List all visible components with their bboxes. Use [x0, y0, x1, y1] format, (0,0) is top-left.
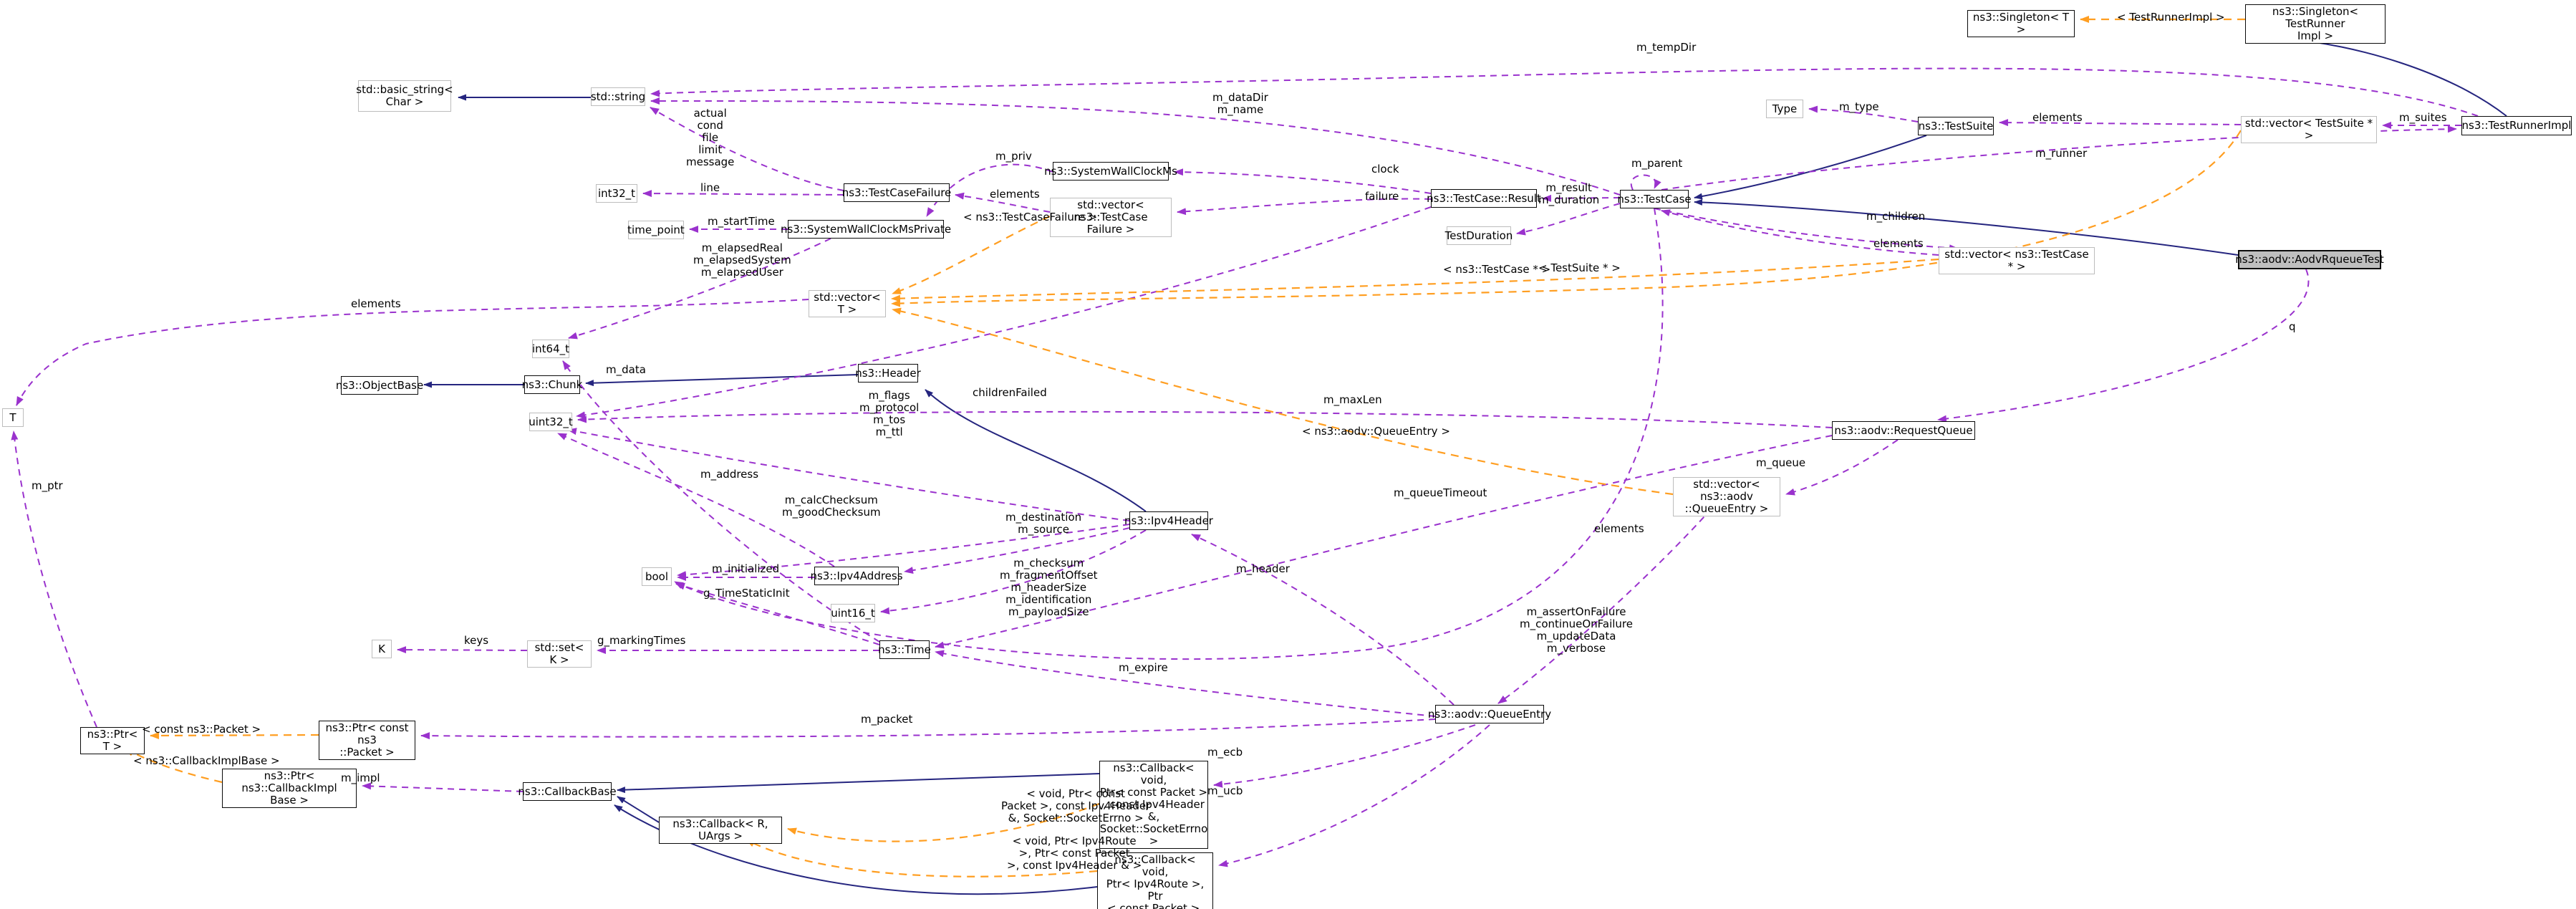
edge-label-tmpl-callbackimplbase: < ns3::CallbackImplBase >	[133, 754, 280, 767]
edge-label-testcase-bools: m_assertOnFailure m_continueOnFailure m_…	[1520, 605, 1633, 655]
class-node-test-case-result[interactable]: ns3::TestCase::Result	[1427, 189, 1541, 208]
edge-label-g-markingtimes: g_markingTimes	[597, 634, 686, 647]
class-node-vector-queue-entry[interactable]: std::vector< ns3::aodv ::QueueEntry >	[1673, 477, 1780, 516]
edge-label-line: line	[700, 181, 720, 194]
edge-label-clock: clock	[1371, 163, 1399, 175]
class-node-time[interactable]: ns3::Time	[878, 640, 931, 659]
class-node-test-case-failure[interactable]: ns3::TestCaseFailure	[842, 183, 951, 202]
class-node-uint16-t[interactable]: uint16_t	[831, 604, 875, 622]
edge-label-m-suites: m_suites	[2399, 111, 2447, 124]
inheritance-edges	[423, 36, 2507, 895]
class-node-uint32-t[interactable]: uint32_t	[529, 413, 573, 431]
edge-label-m-address: m_address	[700, 468, 759, 481]
class-node-k[interactable]: K	[372, 640, 392, 658]
edge-label-m-ecb: m_ecb	[1207, 746, 1243, 759]
edge-label-m-datadir-m-name: m_dataDir m_name	[1212, 91, 1268, 116]
class-node-ptr-const-packet[interactable]: ns3::Ptr< const ns3 ::Packet >	[319, 721, 415, 760]
edge-label-m-ucb: m_ucb	[1207, 784, 1243, 797]
edge-label-m-tempdir: m_tempDir	[1636, 41, 1697, 54]
class-node-queue-entry[interactable]: ns3::aodv::QueueEntry	[1428, 705, 1551, 723]
class-node-set-k[interactable]: std::set< K >	[527, 640, 592, 668]
class-node-object-base[interactable]: ns3::ObjectBase	[336, 376, 423, 395]
edge-label-ipv4-fields: m_checksum m_fragmentOffset m_headerSize…	[1000, 557, 1098, 618]
edge-label-m-ptr: m_ptr	[32, 479, 63, 492]
edge-label-tmpl-testrunnerimpl: < TestRunnerImpl >	[2117, 11, 2225, 24]
class-node-callback-base[interactable]: ns3::CallbackBase	[518, 782, 617, 801]
edge-label-m-starttime: m_startTime	[708, 215, 775, 228]
edge-label-m-initialized: m_initialized	[712, 562, 780, 575]
class-node-test-case[interactable]: ns3::TestCase	[1617, 190, 1692, 208]
edge-label-tmpl-testcase-ptr: < ns3::TestCase * >	[1443, 263, 1551, 276]
edge-label-m-queuetimeout: m_queueTimeout	[1394, 486, 1487, 499]
class-node-test-runner-impl[interactable]: ns3::TestRunnerImpl	[2461, 116, 2572, 135]
class-node-time-point[interactable]: time_point	[627, 221, 685, 239]
class-node-std-string[interactable]: std::string	[591, 87, 645, 106]
edge-label-m-runner: m_runner	[2035, 147, 2088, 160]
class-node-header[interactable]: ns3::Header	[855, 364, 921, 383]
edge-label-tmpl-const-packet: < const ns3::Packet >	[142, 723, 261, 736]
class-node-test-duration[interactable]: TestDuration	[1445, 226, 1513, 245]
edge-label-elements-tcf: elements	[990, 188, 1040, 201]
class-node-basic-string[interactable]: std::basic_string< Char >	[356, 80, 453, 112]
class-node-ptr-t[interactable]: ns3::Ptr< T >	[80, 727, 145, 754]
class-node-int64-t[interactable]: int64_t	[532, 340, 569, 358]
edge-label-m-result-m-duration: m_result m_duration	[1538, 181, 1600, 206]
edge-label-elements-vec-t: elements	[351, 297, 401, 310]
class-node-singleton-t[interactable]: ns3::Singleton< T >	[1967, 10, 2075, 37]
edge-label-m-checksums: m_calcChecksum m_goodChecksum	[782, 494, 881, 519]
edge-label-children-failed: childrenFailed	[973, 386, 1047, 399]
edge-label-g-timestaticinit: g_TimeStaticInit	[703, 587, 790, 600]
edge-label-m-packet: m_packet	[861, 713, 913, 726]
class-node-singleton-test-runner-impl[interactable]: ns3::Singleton< TestRunner Impl >	[2245, 4, 2386, 44]
edge-label-ipv4-flags: m_flags m_protocol m_tos m_ttl	[859, 389, 920, 438]
edge-label-m-expire: m_expire	[1119, 661, 1168, 674]
edge-label-m-data: m_data	[606, 363, 646, 376]
edge-label-m-header: m_header	[1236, 562, 1290, 575]
edge-label-m-elapsed: m_elapsedReal m_elapsedSystem m_elapsedU…	[693, 241, 791, 279]
edge-label-tmpl-queueentry: < ns3::aodv::QueueEntry >	[1302, 425, 1450, 438]
class-node-callback-ecb[interactable]: ns3::Callback< void, Ptr< const Packet >…	[1099, 761, 1208, 849]
edge-label-failure: failure	[1365, 190, 1399, 203]
edge-label-m-maxlen: m_maxLen	[1323, 393, 1382, 406]
class-node-callback-ucb[interactable]: ns3::Callback< void, Ptr< Ipv4Route >, P…	[1097, 852, 1213, 909]
edge-label-elements-testcase: elements	[1873, 237, 1924, 250]
class-node-t[interactable]: T	[2, 408, 24, 427]
class-node-aodv-rqueue-test[interactable]: ns3::aodv::AodvRqueueTest	[2235, 250, 2384, 269]
edge-label-tmpl-testsuite-ptr: < TestSuite * >	[1538, 261, 1621, 274]
class-node-vector-test-suite[interactable]: std::vector< TestSuite * >	[2241, 116, 2377, 143]
edge-label-tcf-strings: actual cond file limit message	[686, 107, 735, 168]
class-node-vector-t[interactable]: std::vector< T >	[809, 290, 886, 317]
class-node-ipv4-header[interactable]: ns3::Ipv4Header	[1124, 511, 1213, 530]
edge-label-elements-testsuite: elements	[2032, 111, 2083, 124]
class-node-int32-t[interactable]: int32_t	[596, 184, 637, 203]
class-node-chunk[interactable]: ns3::Chunk	[522, 375, 582, 394]
edge-label-m-type: m_type	[1839, 100, 1879, 113]
edge-label-m-dest-src: m_destination m_source	[1005, 511, 1082, 536]
edge-label-m-children: m_children	[1866, 210, 1926, 223]
class-node-type[interactable]: Type	[1766, 100, 1803, 118]
class-node-ipv4-address[interactable]: ns3::Ipv4Address	[810, 567, 903, 585]
class-node-system-wall-clock-ms[interactable]: ns3::SystemWallClockMs	[1044, 162, 1177, 181]
template-edges	[125, 16, 2245, 877]
edge-label-elements-qe: elements	[1594, 522, 1644, 535]
edge-label-m-queue: m_queue	[1756, 456, 1806, 469]
class-node-vector-test-case-failure[interactable]: std::vector< ns3::TestCase Failure >	[1050, 198, 1172, 237]
class-node-request-queue[interactable]: ns3::aodv::RequestQueue	[1832, 421, 1975, 440]
edge-label-m-priv: m_priv	[995, 150, 1032, 163]
class-node-ptr-callback-impl-base[interactable]: ns3::Ptr< ns3::CallbackImpl Base >	[222, 769, 357, 808]
edge-label-keys: keys	[464, 634, 489, 647]
edge-label-q: q	[2289, 320, 2296, 333]
class-node-bool[interactable]: bool	[642, 567, 672, 586]
class-node-swcm-private[interactable]: ns3::SystemWallClockMsPrivate	[781, 220, 951, 239]
class-node-callback-r-uargs[interactable]: ns3::Callback< R, UArgs >	[659, 817, 782, 844]
class-node-test-suite[interactable]: ns3::TestSuite	[1918, 117, 1994, 135]
edge-label-m-parent: m_parent	[1631, 157, 1683, 170]
class-node-vector-test-case[interactable]: std::vector< ns3::TestCase * >	[1939, 247, 2095, 274]
